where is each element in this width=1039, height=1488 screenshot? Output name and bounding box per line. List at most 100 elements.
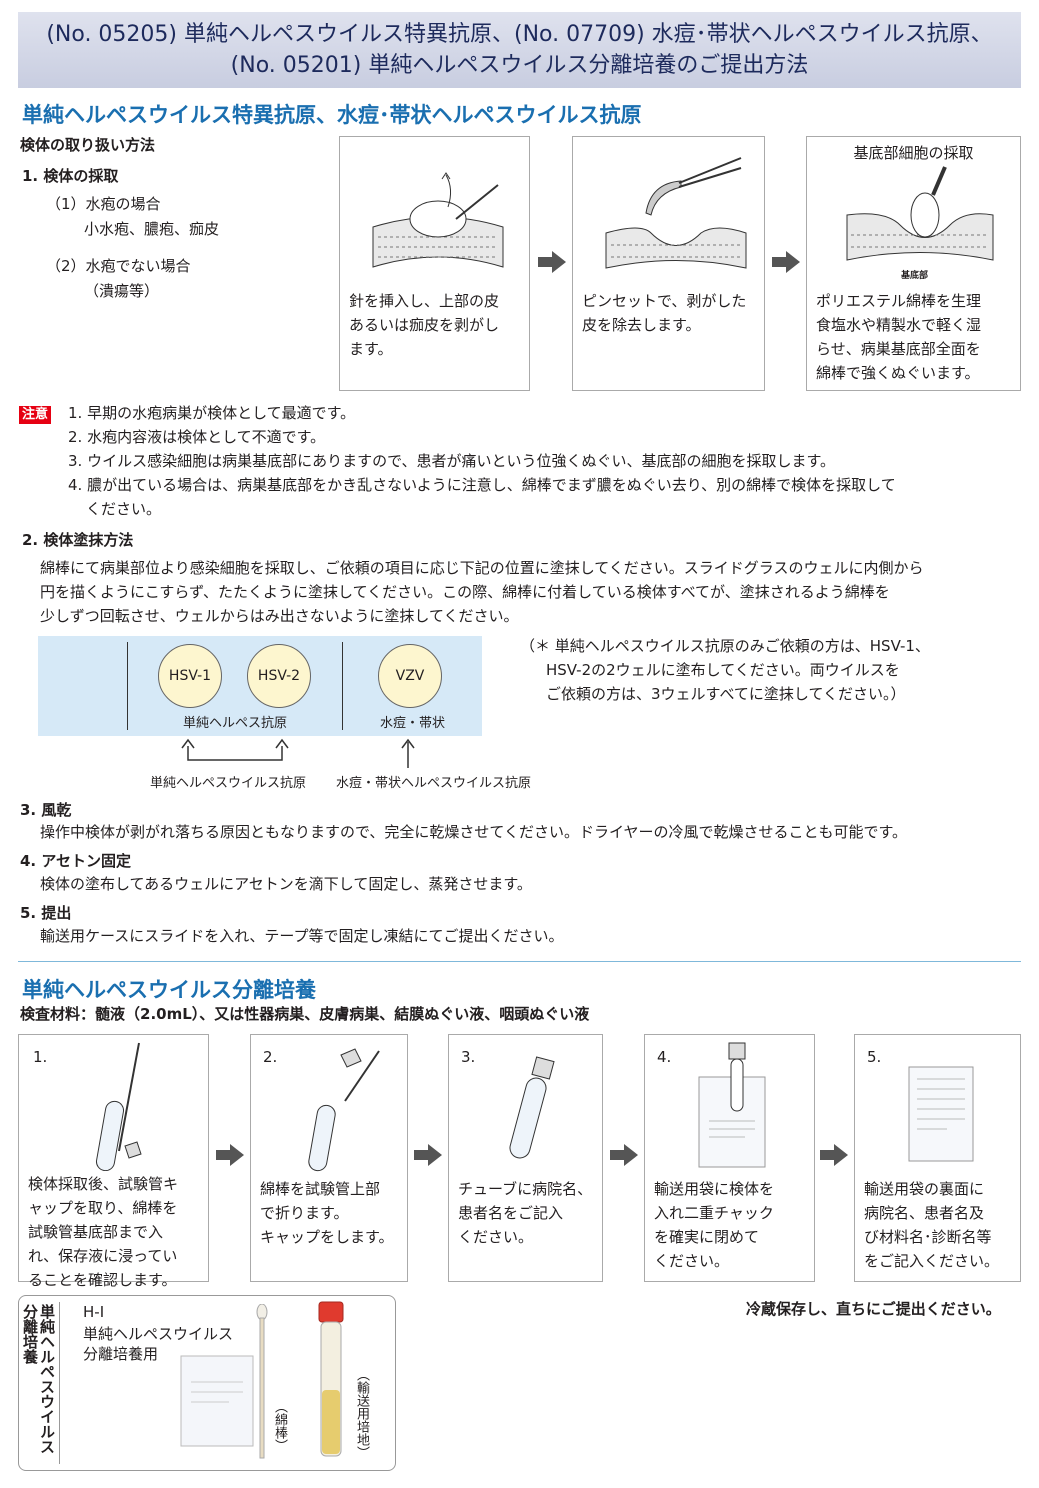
aside-line: ご依頼の方は、3ウェルすべてに塗抹してください。）	[546, 685, 906, 703]
well-hsv1: HSV-1	[158, 644, 222, 708]
caption-line: 試験管基底部まで入	[28, 1223, 164, 1241]
note-item: 3. ウイルス感染細胞は病巣基底部にありますので、患者が痛いという位強くぬぐい、…	[68, 452, 835, 470]
case1-detail: 小水疱、膿疱、痂皮	[84, 220, 220, 238]
kit-divider	[59, 1302, 60, 1464]
kit-side-label: 単純ヘルペスウイルス分離培養	[21, 1304, 56, 1454]
caution-badge: 注意	[19, 403, 52, 424]
step-number: 4.	[657, 1048, 672, 1066]
step-number: 2.	[263, 1048, 278, 1066]
step2-line: 綿棒にて病巣部位より感染細胞を採取し、ご依頼の項目に応じ下記の位置に塗抹してくだ…	[40, 559, 924, 577]
antigen-label-vzv: 水痘・帯状ヘルペスウイルス抗原	[336, 776, 532, 791]
step4-caption: 輸送用袋に検体を 入れ二重チャック を確実に閉めて ください。	[654, 1177, 774, 1273]
case2-detail: （潰瘍等）	[84, 282, 160, 300]
caption-line: 輸送用袋に検体を	[654, 1180, 775, 1198]
caption-line: をご記入ください。	[864, 1252, 1000, 1270]
culture-step-5: 5. 輸送用袋の裏面に 病院名、患者名及 び材料名･診断名等 をご記入ください。	[854, 1034, 1021, 1282]
step2-line: 円を描くようにこすらず、たたくように塗抹してください。この際、綿棒に付着している…	[40, 583, 890, 601]
bag-back-illustration	[908, 1066, 974, 1162]
caption-line: キャップをします。	[260, 1228, 394, 1246]
transport-bag-illustration	[698, 1042, 766, 1168]
basal-label: 基底部	[901, 271, 929, 281]
step4-heading: 4. アセトン固定	[20, 852, 132, 870]
step1-heading: 1. 検体の採取	[22, 167, 119, 185]
caption-line: れ、保存液に浸ってい	[28, 1247, 178, 1265]
step3-caption: チューブに病院名、 患者名をご記入 ください。	[458, 1177, 592, 1249]
medium-label: （輸送用培地）	[354, 1368, 369, 1459]
labeled-tube-illustration	[509, 1056, 555, 1159]
caption-line: を確実に閉めて	[654, 1228, 760, 1246]
arrow-right-icon	[610, 1144, 638, 1166]
well-label-vzv: 水痘・帯状	[379, 716, 445, 731]
well-vzv: VZV	[378, 644, 442, 708]
caption-line: ャップを取り、綿棒を	[28, 1199, 178, 1217]
note-item: 4. 膿が出ている場合は、病巣基底部をかき乱さないように注意し、綿棒でまず膿をぬ…	[68, 476, 896, 494]
page-banner: (No. 05205) 単純ヘルペスウイルス特異抗原、(No. 07709) 水…	[18, 12, 1021, 88]
swab-illustration	[846, 166, 994, 261]
collection-panel-tweezers: ピンセットで、剥がした 皮を除去します。	[572, 136, 765, 391]
panel1-line: ます。	[349, 340, 393, 358]
caption-line: ることを確認します。	[28, 1271, 177, 1289]
step4-text: 検体の塗布してあるウェルにアセトンを滴下して固定し、蒸発させます。	[40, 875, 532, 893]
culture-step-4: 4. 輸送用袋に検体を 入れ二重チャック を確実に閉めて ください。	[644, 1034, 815, 1282]
case1-label: （1）水疱の場合	[46, 195, 161, 213]
step-number: 1.	[33, 1048, 48, 1066]
caption-line: び材料名･診断名等	[864, 1228, 992, 1246]
culture-step-2: 2. 綿棒を試験管上部 で折ります。 キャップをします。	[250, 1034, 408, 1282]
tweezers-illustration	[605, 157, 747, 269]
caution-chip: 注意	[19, 406, 52, 424]
note-item: ください。	[86, 500, 162, 518]
well-label-hsv: 単純ヘルペス抗原	[182, 716, 287, 731]
panel2-line: ピンセットで、剥がした	[582, 292, 747, 310]
caption-line: 輸送用袋の裏面に	[864, 1180, 985, 1198]
arrow-right-icon	[538, 251, 566, 273]
step2-line: 少しずつ回転させ、ウェルからはみ出さないように塗抹してください。	[40, 607, 519, 625]
caption-line: ください。	[654, 1252, 730, 1270]
antigen-label-hsv: 単純ヘルペスウイルス抗原	[150, 776, 307, 791]
panel3-text: ポリエステル綿棒を生理 食塩水や精製水で軽く湿 らせ、病巣基底部全面を 綿棒で強…	[816, 289, 981, 385]
caption-line: で折ります。	[260, 1204, 349, 1222]
step-number: 5.	[867, 1048, 882, 1066]
panel2-text: ピンセットで、剥がした 皮を除去します。	[582, 289, 746, 337]
well-pointer-lines	[181, 738, 415, 768]
caption-line: ください。	[458, 1228, 534, 1246]
step2-text: 綿棒にて病巣部位より感染細胞を採取し、ご依頼の項目に応じ下記の位置に塗抹してくだ…	[40, 556, 924, 628]
caption-line: 入れ二重チャック	[654, 1204, 774, 1222]
case2-label: （2）水疱でない場合	[46, 257, 191, 275]
aside-line: HSV-2の2ウェルに塗布してください。両ウイルスを	[546, 661, 900, 679]
broken-swab-illustration	[308, 1048, 380, 1172]
notes-list: 1. 早期の水疱病巣が検体として最適です。 2. 水疱内容液は検体として不適です…	[68, 401, 896, 521]
materials-text: 検査材料：髄液（2.0mL）、又は性器病巣、皮膚病巣、結膜ぬぐい液、咽頭ぬぐい液	[20, 1005, 590, 1023]
panel2-line: 皮を除去します。	[582, 316, 701, 334]
well-hsv2: HSV-2	[247, 644, 311, 708]
panel3-line: らせ、病巣基底部全面を	[816, 340, 981, 358]
handling-heading: 検体の取り扱い方法	[20, 136, 156, 154]
kit-bag-image	[180, 1355, 254, 1447]
slide-divider	[342, 642, 343, 730]
step5-heading: 5. 提出	[20, 904, 72, 922]
collection-panel-needle: 針を挿入し、上部の皮 あるいは痂皮を剥がし ます。	[339, 136, 530, 391]
transport-medium-tube-image	[318, 1301, 344, 1457]
section-divider	[18, 961, 1021, 962]
note-item: 2. 水疱内容液は検体として不適です。	[68, 428, 326, 446]
step5-text: 輸送用ケースにスライドを入れ、テープ等で固定し凍結にてご提出ください。	[40, 927, 564, 945]
kit-name-line1: 単純ヘルペスウイルス	[83, 1325, 234, 1343]
collection-panel-swab: 基底部細胞の採取 基底部 ポリエステル綿棒を生理 食塩水や精製水で軽く湿 らせ、…	[806, 136, 1021, 391]
kit-box: 単純ヘルペスウイルス分離培養 H-I 単純ヘルペスウイルス 分離培養用 （綿棒）…	[18, 1295, 396, 1471]
caption-line: 綿棒を試験管上部	[260, 1180, 381, 1198]
caption-line: 病院名、患者名及	[864, 1204, 985, 1222]
step5-caption: 輸送用袋の裏面に 病院名、患者名及 び材料名･診断名等 をご記入ください。	[864, 1177, 999, 1273]
slide-divider	[127, 642, 128, 730]
panel3-line: 食塩水や精製水で軽く湿	[816, 316, 982, 334]
swab-image	[256, 1304, 268, 1459]
aside-note: （＊ 単純ヘルペスウイルス抗原のみご依頼の方は、HSV-1、 HSV-2の2ウェ…	[520, 634, 930, 706]
caption-line: 患者名をご記入	[458, 1204, 564, 1222]
note-item: 1. 早期の水疱病巣が検体として最適です。	[68, 404, 356, 422]
arrow-right-icon	[414, 1144, 442, 1166]
section1-title: 単純ヘルペスウイルス特異抗原、水痘･帯状ヘルペスウイルス抗原	[22, 103, 642, 127]
needle-illustration	[372, 172, 504, 268]
arrow-right-icon	[772, 251, 800, 273]
kit-code: H-I	[83, 1303, 105, 1321]
swab-label: （綿棒）	[272, 1400, 287, 1452]
step3-heading: 3. 風乾	[20, 801, 72, 819]
caption-line: チューブに病院名、	[458, 1180, 593, 1198]
